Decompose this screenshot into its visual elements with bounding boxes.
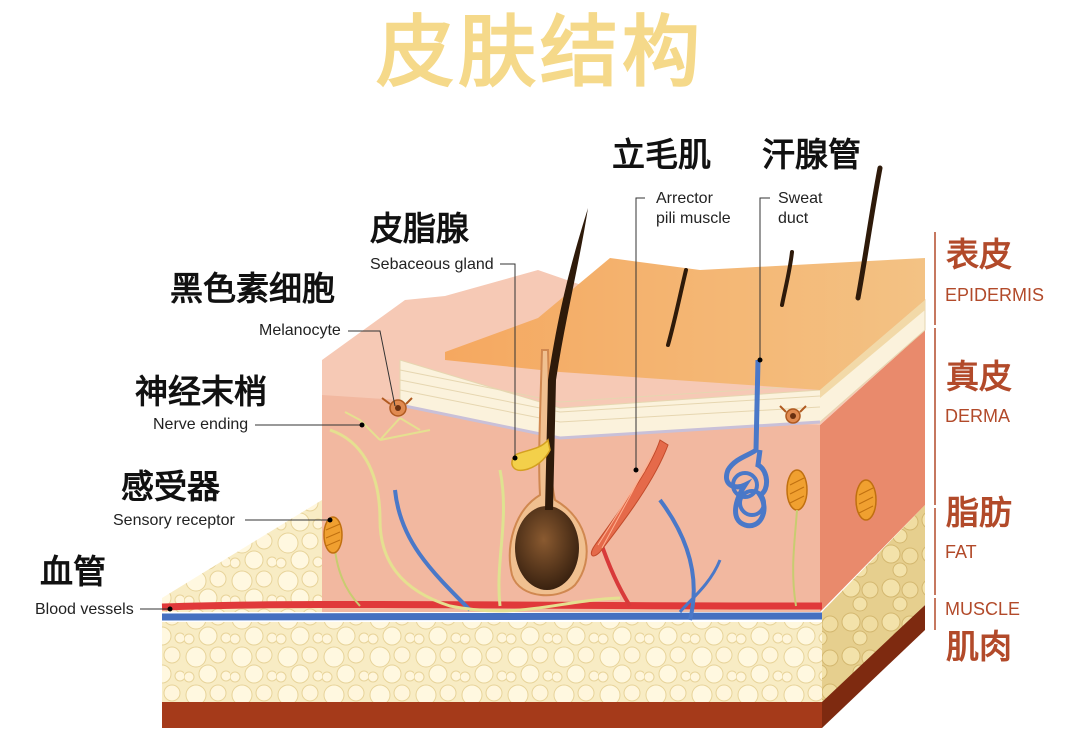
melanocyte-label-en: Melanocyte — [259, 322, 341, 340]
vessels-label-cn: 血管 — [40, 555, 106, 588]
hair-bulb — [515, 506, 579, 590]
sebaceous-label-cn: 皮脂腺 — [370, 212, 469, 245]
nerve-label-cn: 神经末梢 — [135, 375, 267, 408]
sensory-receptor-3 — [856, 480, 876, 520]
derma-label-en: DERMA — [945, 407, 1010, 425]
fat-layer-front — [162, 622, 822, 702]
sebaceous-label-en: Sebaceous gland — [370, 256, 494, 274]
page-title: 皮肤结构 — [0, 14, 1080, 92]
epidermis-label-cn: 表皮 — [946, 238, 1012, 271]
derma-label-cn: 真皮 — [946, 360, 1012, 393]
receptor-label-cn: 感受器 — [121, 470, 220, 503]
receptor-label-en: Sensory receptor — [113, 512, 235, 530]
epidermis-label-en: EPIDERMIS — [945, 286, 1044, 304]
sweat-label-en-1: Sweat — [778, 190, 822, 208]
vein — [162, 616, 822, 617]
fat-label-cn: 脂肪 — [946, 496, 1012, 529]
sweat-label-en-2: duct — [778, 210, 808, 228]
arrector-label-cn: 立毛肌 — [612, 138, 711, 171]
vessels-label-en: Blood vessels — [35, 601, 134, 619]
muscle-label-en: MUSCLE — [945, 600, 1020, 618]
arrector-label-en-2: pili muscle — [656, 210, 731, 228]
muscle-layer-front — [162, 700, 822, 728]
muscle-label-cn: 肌肉 — [946, 630, 1012, 663]
melanocyte-label-cn: 黑色素细胞 — [170, 272, 335, 305]
arrector-label-en-1: Arrector — [656, 190, 713, 208]
artery — [162, 604, 822, 607]
sensory-receptor — [324, 517, 342, 553]
fat-label-en: FAT — [945, 543, 977, 561]
nerve-label-en: Nerve ending — [153, 416, 248, 434]
sweat-label-cn: 汗腺管 — [762, 138, 861, 171]
